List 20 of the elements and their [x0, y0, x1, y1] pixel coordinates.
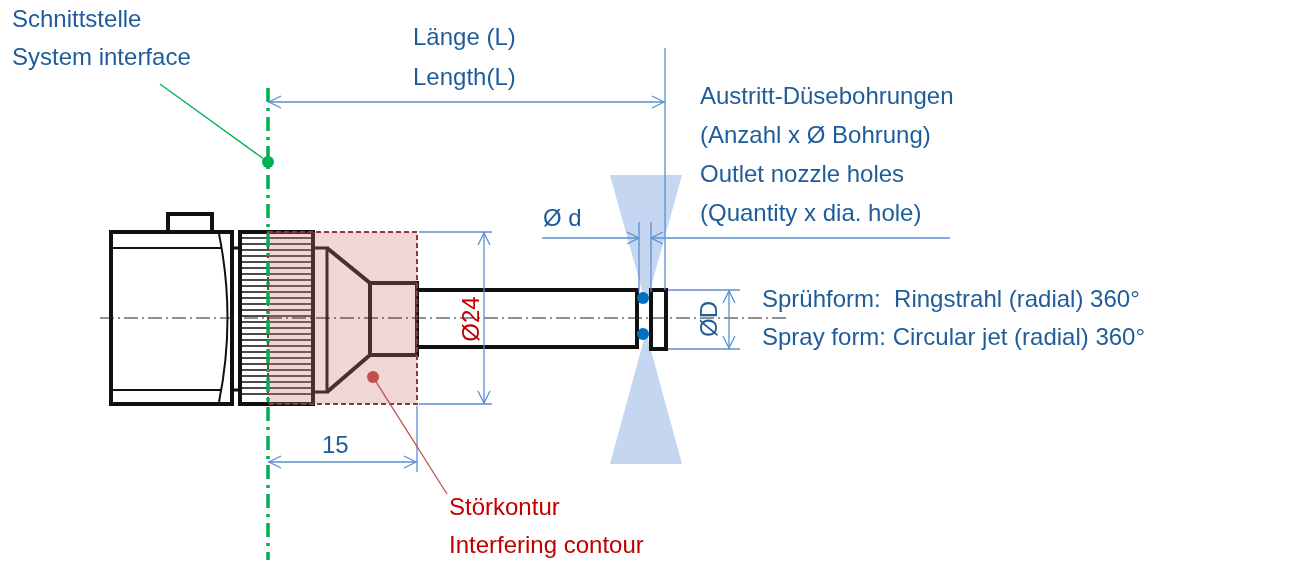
- dimension-label: Ø d: [543, 203, 582, 233]
- leader-line: [375, 381, 448, 495]
- contour-point: [367, 371, 379, 383]
- dimension-label: 15: [322, 430, 349, 460]
- annotation-text: Spray form: Circular jet (radial) 360°: [762, 322, 1146, 352]
- callout-text: Interfering contour: [449, 530, 645, 560]
- annotation-text: Sprühform: Ringstrahl (radial) 360°: [762, 284, 1140, 314]
- callout-text: Schnittstelle: [12, 4, 143, 34]
- annotation-text: Outlet nozzle holes: [700, 159, 905, 189]
- dimension-label: Ø24: [455, 296, 485, 342]
- dimension-label: ØD: [694, 301, 723, 337]
- leader-line: [159, 83, 264, 160]
- callout-text: Störkontur: [449, 492, 561, 522]
- annotation-text: (Quantity x dia. hole): [700, 198, 922, 228]
- callout-text: System interface: [12, 42, 192, 72]
- annotation-text: (Anzahl x Ø Bohrung): [700, 120, 931, 150]
- annotation-text: Austritt-Düsebohrungen: [700, 81, 954, 111]
- interface-point: [262, 156, 274, 168]
- annotation-text: Länge (L): [413, 22, 516, 52]
- annotation-text: Length(L): [413, 62, 516, 92]
